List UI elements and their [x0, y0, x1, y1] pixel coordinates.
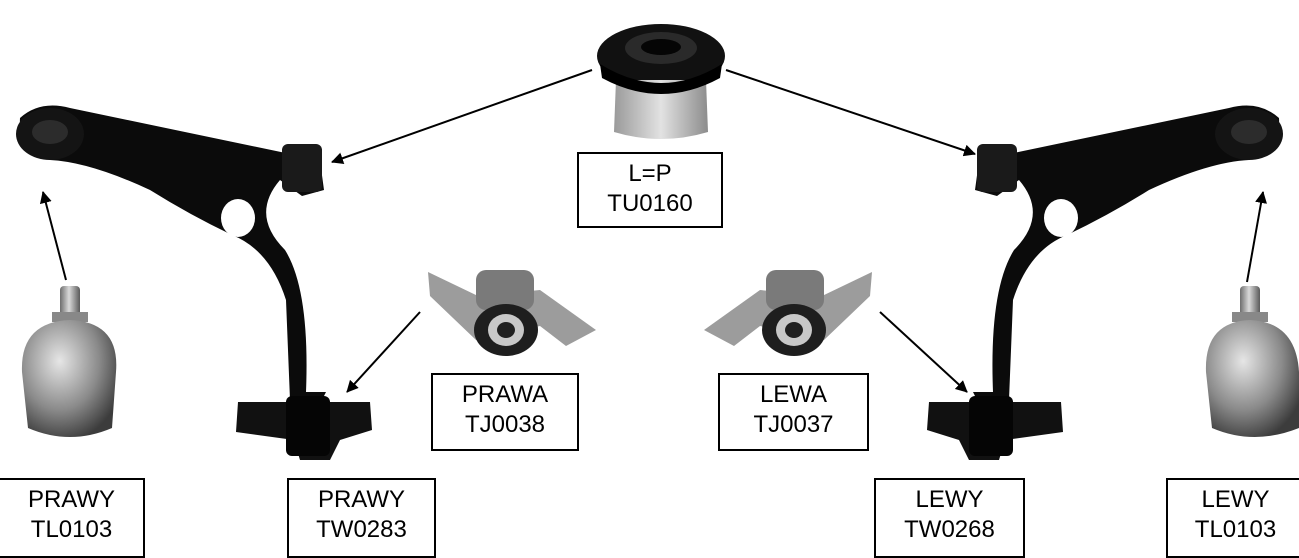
- bracket-bushing-left-image: [704, 270, 872, 356]
- label-bracket-left: LEWA TJ0037: [718, 373, 869, 451]
- bushing-image: [597, 24, 725, 139]
- label-part-number: TJ0037: [753, 411, 834, 438]
- label-arm-left: LEWY TW0268: [874, 478, 1025, 558]
- control-arm-right-image: [16, 105, 372, 460]
- arrow-bracket-left: [879, 311, 968, 393]
- label-part-number: TL0103: [1194, 516, 1277, 543]
- label-balljoint-right: PRAWY TL0103: [0, 478, 145, 558]
- label-bushing-top: L=P TU0160: [577, 152, 723, 228]
- ball-joint-right-image: [21, 286, 117, 437]
- label-bracket-right: PRAWA TJ0038: [431, 373, 579, 451]
- label-part-number: TL0103: [30, 516, 113, 543]
- control-arm-left-image: [927, 105, 1283, 460]
- label-line: L=P: [628, 160, 672, 187]
- arrows: [39, 69, 1267, 393]
- label-line: LEWA: [759, 381, 828, 408]
- label-line: LEWY: [1201, 486, 1270, 513]
- ball-joint-left-image: [1205, 286, 1299, 437]
- label-part-number: TJ0038: [464, 411, 546, 438]
- arrow-bushing-to-right-arm: [331, 69, 593, 164]
- arrow-bracket-right: [346, 311, 421, 393]
- label-part-number: TW0268: [904, 516, 995, 543]
- arrow-balljoint-left: [1246, 191, 1267, 283]
- bracket-bushing-right-image: [428, 270, 596, 356]
- label-line: PRAWY: [27, 486, 116, 513]
- label-line: PRAWA: [461, 381, 549, 408]
- label-balljoint-left: LEWY TL0103: [1166, 478, 1299, 558]
- arrow-bushing-to-left-arm: [725, 69, 976, 157]
- label-part-number: TW0283: [316, 516, 407, 543]
- arrow-balljoint-right: [39, 191, 67, 281]
- label-arm-right: PRAWY TW0283: [287, 478, 436, 558]
- label-part-number: TU0160: [607, 190, 693, 217]
- label-line: LEWY: [915, 486, 984, 513]
- label-line: PRAWY: [317, 486, 406, 513]
